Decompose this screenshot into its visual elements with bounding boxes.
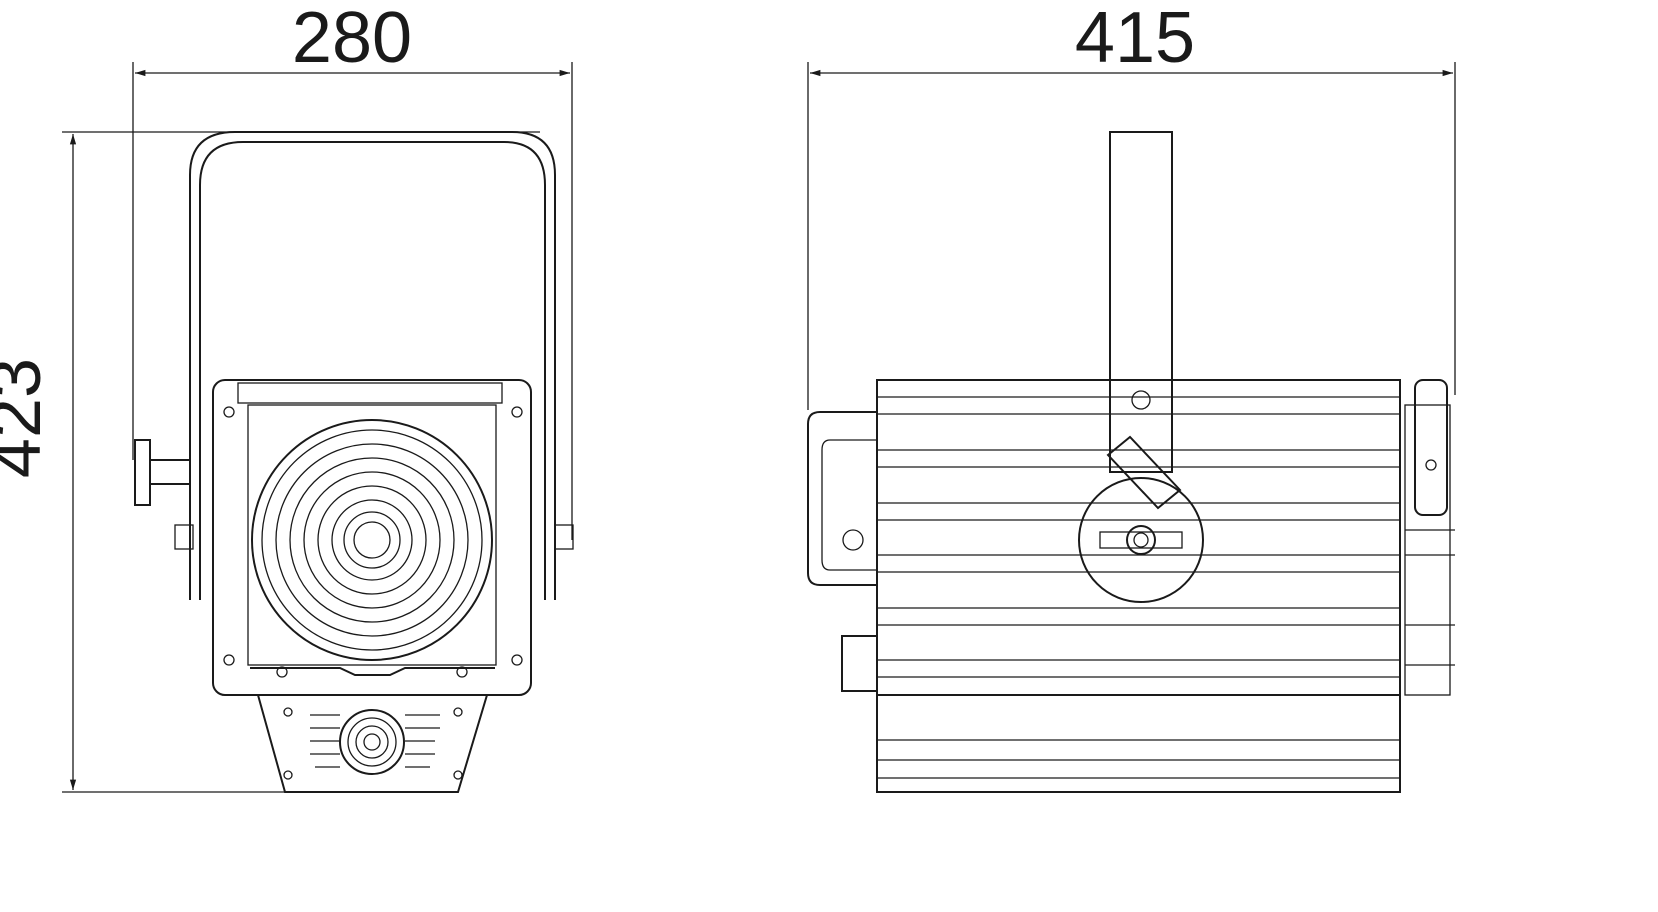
width-label: 280: [292, 0, 412, 78]
fan-module: [256, 694, 489, 793]
depth-label: 415: [1075, 0, 1195, 78]
clamp-knob: [134, 439, 574, 550]
rear-handle: [807, 411, 878, 692]
depth-dimension: 415: [807, 0, 1456, 410]
front-view: [134, 131, 574, 793]
side-view: [807, 131, 1455, 793]
fresnel-lens: [251, 419, 493, 661]
width-dimension: 280: [132, 0, 573, 540]
height-label: 423: [0, 358, 56, 478]
yoke-arm: [1078, 131, 1204, 603]
height-dimension: 423: [0, 131, 540, 793]
front-barn-door-hinge: [1404, 379, 1455, 696]
